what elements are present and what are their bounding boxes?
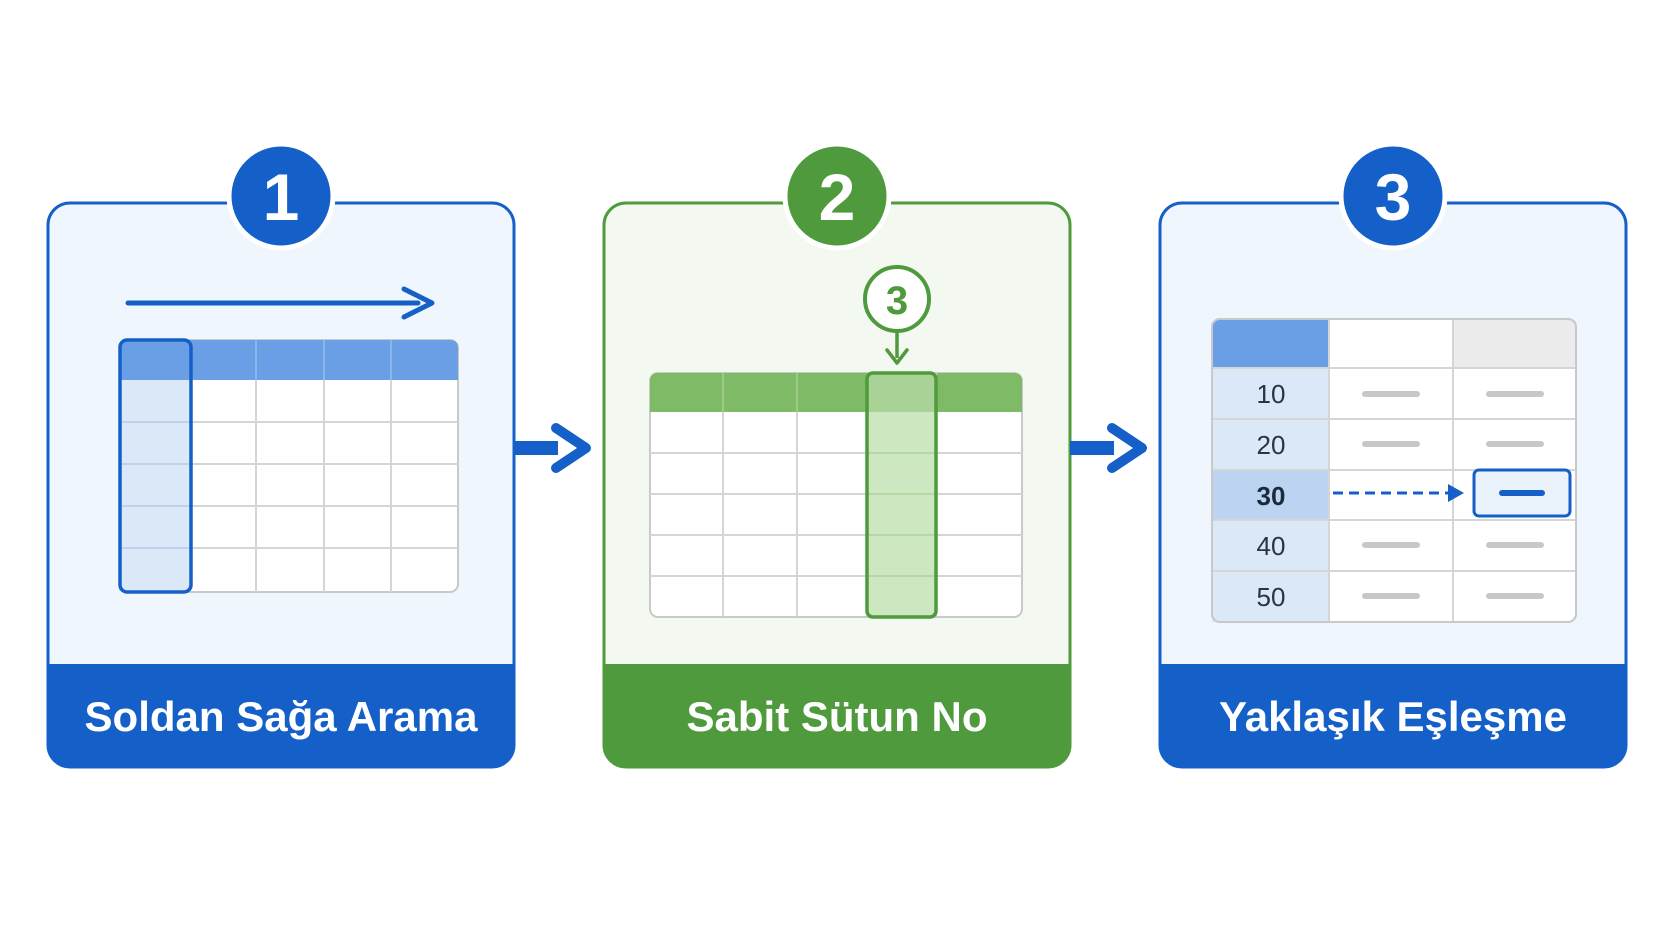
step-3-number-badge <box>1338 141 1448 251</box>
left-to-right-arrow-icon <box>125 286 435 320</box>
step-1-label-bar <box>48 664 514 767</box>
value-cell: 40 <box>1257 531 1286 561</box>
step-1-number-badge <box>226 141 336 251</box>
flow-arrow-2-icon <box>1070 423 1147 473</box>
flow-arrow-1-icon <box>514 423 591 473</box>
step-2-label: Sabit Sütun No <box>687 693 988 740</box>
step-2-number-badge <box>782 141 892 251</box>
step-1-label: Soldan Sağa Arama <box>85 693 479 740</box>
step-3-label: Yaklaşık Eşleşme <box>1219 693 1567 740</box>
value-cell: 10 <box>1257 379 1286 409</box>
step-3-table: 10 20 30 40 50 <box>1211 318 1577 623</box>
step-2-number: 2 <box>819 160 856 234</box>
value-cell: 20 <box>1257 430 1286 460</box>
step-3-number: 3 <box>1375 160 1412 234</box>
column-pointer-arrow-icon <box>885 331 909 365</box>
matched-row-highlight <box>1212 470 1329 520</box>
step-2-label-bar <box>604 664 1070 767</box>
step-1-number: 1 <box>263 160 300 234</box>
match-arrow-icon <box>1333 484 1464 502</box>
value-cell: 50 <box>1257 582 1286 612</box>
step-2-table <box>649 371 1023 619</box>
value-cell-highlighted: 30 <box>1257 481 1286 511</box>
lookup-column-highlight <box>120 340 191 592</box>
step-2-panel: Sabit Sütun No 2 3 <box>602 141 1072 769</box>
step-3-panel: Yaklaşık Eşleşme 3 10 20 30 <box>1158 141 1628 769</box>
column-index-number: 3 <box>886 279 908 323</box>
step-1-panel: Soldan Sağa Arama 1 <box>46 141 516 769</box>
step-1-table <box>118 338 459 594</box>
step-3-label-bar <box>1160 664 1626 767</box>
placeholder-dashes <box>1362 391 1544 599</box>
